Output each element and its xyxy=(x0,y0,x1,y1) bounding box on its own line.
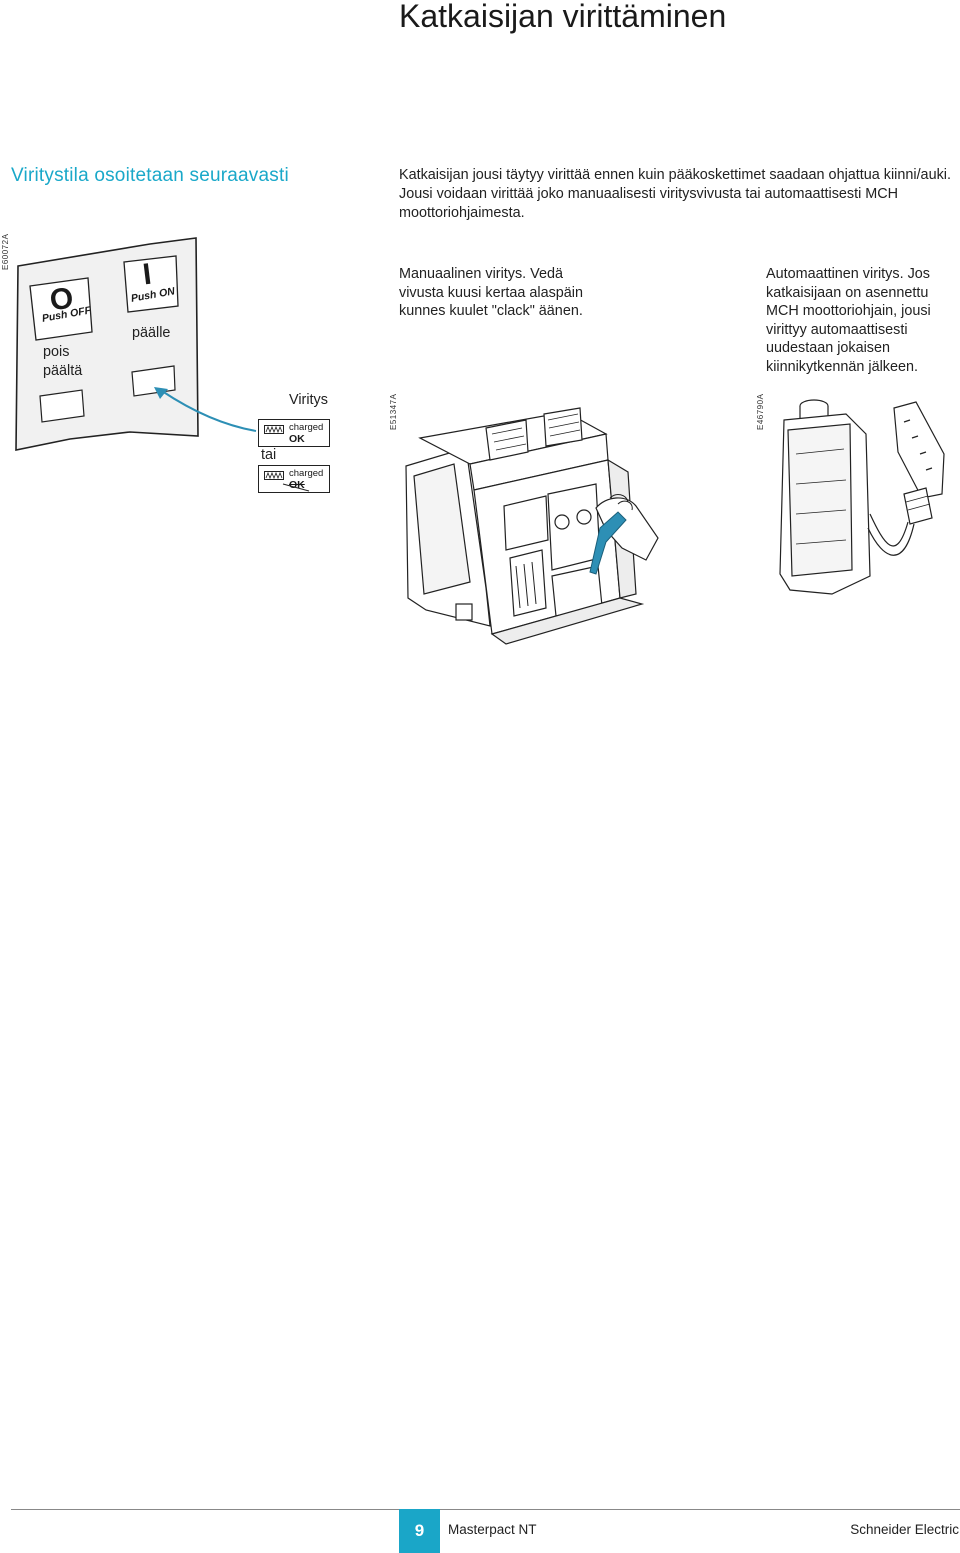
indicator-ok-text: OK xyxy=(289,433,305,445)
indicator-charged-ok: charged OK xyxy=(258,419,330,447)
spring-icon xyxy=(264,425,284,434)
figure-ref-e60072a: E60072A xyxy=(1,233,10,270)
circuit-breaker-illustration xyxy=(405,407,659,645)
manual-charging-text: Manuaalinen viritys. Vedä vivusta kuusi … xyxy=(399,265,599,321)
intro-text: Katkaisijan jousi täytyy virittää ennen … xyxy=(399,167,951,221)
manual-text: Manuaalinen viritys. Vedä vivusta kuusi … xyxy=(399,266,583,319)
footer-brand: Schneider Electric xyxy=(850,1522,959,1537)
auto-charging-text: Automaattinen viritys. Jos katkaisijaan … xyxy=(766,265,960,376)
figure-ref-e46790a: E46790A xyxy=(756,393,765,430)
strike-line xyxy=(282,483,310,492)
off-state-label: pois päältä xyxy=(43,343,82,380)
off-label-line2: päältä xyxy=(43,362,83,379)
callout-arrow xyxy=(154,387,257,432)
off-label-line1: pois xyxy=(43,344,70,360)
indicator-charged-text: charged xyxy=(289,468,324,479)
indicator-ok-struck-text: OK xyxy=(289,479,305,491)
indicator-charged-text: charged xyxy=(289,422,324,433)
footer-product-name: Masterpact NT xyxy=(448,1522,537,1537)
tai-label: tai xyxy=(261,447,277,463)
front-panel-illustration xyxy=(15,237,199,451)
page-number: 9 xyxy=(399,1509,440,1553)
page-title: Katkaisijan virittäminen xyxy=(399,0,727,34)
footer-divider xyxy=(11,1509,960,1510)
intro-paragraph: Katkaisijan jousi täytyy virittää ennen … xyxy=(399,166,959,223)
auto-text: Automaattinen viritys. Jos katkaisijaan … xyxy=(766,266,931,375)
motor-mechanism-illustration xyxy=(779,399,945,595)
section-heading: Viritystila osoitetaan seuraavasti xyxy=(11,165,289,186)
on-state-label: päälle xyxy=(132,325,171,341)
spring-icon xyxy=(264,471,284,480)
viritys-label: Viritys xyxy=(289,392,328,408)
indicator-charged-not-ok: charged OK xyxy=(258,465,330,493)
